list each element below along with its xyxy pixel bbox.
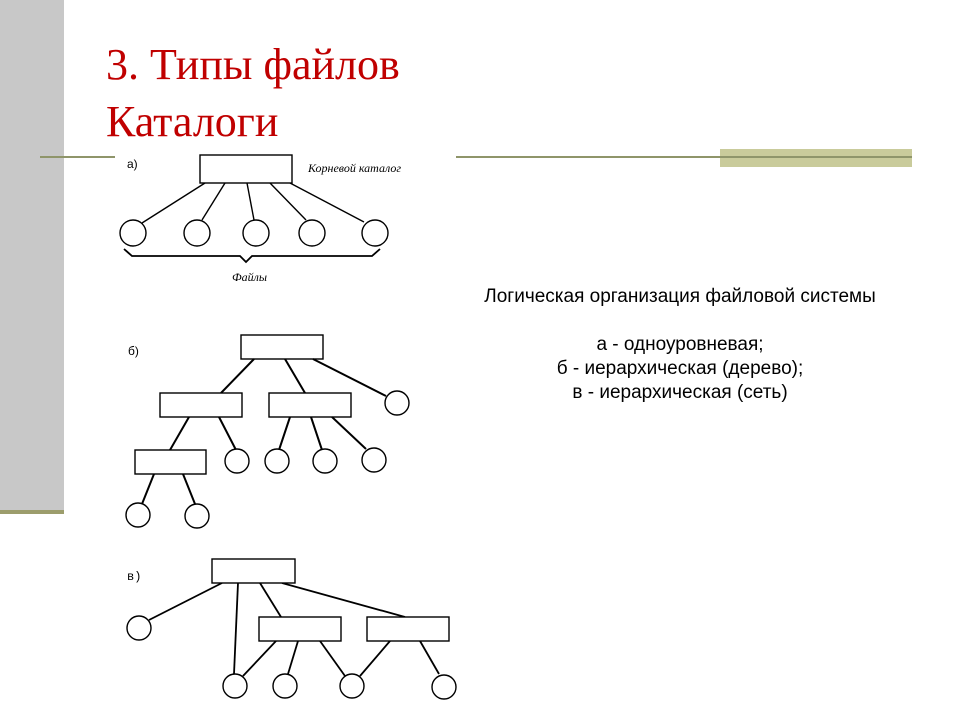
directory-node bbox=[159, 392, 243, 418]
file-node bbox=[126, 615, 152, 641]
directory-node bbox=[258, 616, 342, 642]
diagram-b-label: б) bbox=[128, 344, 139, 358]
caption-item-c: в - иерархическая (сеть) bbox=[572, 382, 788, 403]
slide-title-line-1: 3. Типы файлов bbox=[106, 40, 400, 89]
file-node bbox=[264, 448, 290, 474]
caption-heading: Логическая организация файловой системы bbox=[484, 286, 876, 307]
file-node bbox=[384, 390, 410, 416]
diagram-caption: Логическая организация файловой системы … bbox=[470, 285, 890, 405]
accent-block-decoration bbox=[720, 149, 912, 167]
root-directory-node bbox=[211, 558, 296, 584]
slide-title: 3. Типы файлов Каталоги bbox=[106, 36, 400, 150]
file-node bbox=[312, 448, 338, 474]
file-node bbox=[361, 447, 387, 473]
caption-item-b: б - иерархическая (дерево); bbox=[556, 358, 804, 379]
side-bar-foot-decoration bbox=[0, 510, 64, 514]
file-node bbox=[222, 673, 248, 699]
file-node bbox=[339, 673, 365, 699]
file-node bbox=[242, 219, 270, 247]
file-node bbox=[272, 673, 298, 699]
slide-title-line-2: Каталоги bbox=[106, 97, 279, 146]
root-directory-label: Корневой каталог bbox=[307, 161, 401, 175]
title-rule-right bbox=[456, 156, 720, 158]
directory-node bbox=[268, 392, 352, 418]
caption-item-a: а - одноуровневая; bbox=[596, 334, 764, 355]
file-node bbox=[184, 503, 210, 529]
directory-node bbox=[134, 449, 207, 475]
file-node bbox=[431, 674, 457, 700]
files-brace bbox=[123, 248, 381, 264]
file-node bbox=[125, 502, 151, 528]
side-bar-decoration bbox=[0, 0, 64, 510]
file-node bbox=[119, 219, 147, 247]
file-node bbox=[361, 219, 389, 247]
root-directory-node bbox=[240, 334, 324, 360]
diagram-a-single-level bbox=[119, 154, 389, 264]
file-node bbox=[298, 219, 326, 247]
diagram-a-label: а) bbox=[127, 157, 138, 171]
files-label: Файлы bbox=[232, 270, 267, 284]
diagram-c-network bbox=[126, 558, 457, 700]
accent-line-decoration bbox=[720, 156, 912, 158]
root-directory-node bbox=[199, 154, 293, 184]
title-rule-left bbox=[40, 156, 115, 158]
file-node bbox=[224, 448, 250, 474]
diagram-c-label: в) bbox=[127, 570, 141, 584]
directory-node bbox=[366, 616, 450, 642]
diagram-b-tree bbox=[125, 334, 410, 529]
file-node bbox=[183, 219, 211, 247]
